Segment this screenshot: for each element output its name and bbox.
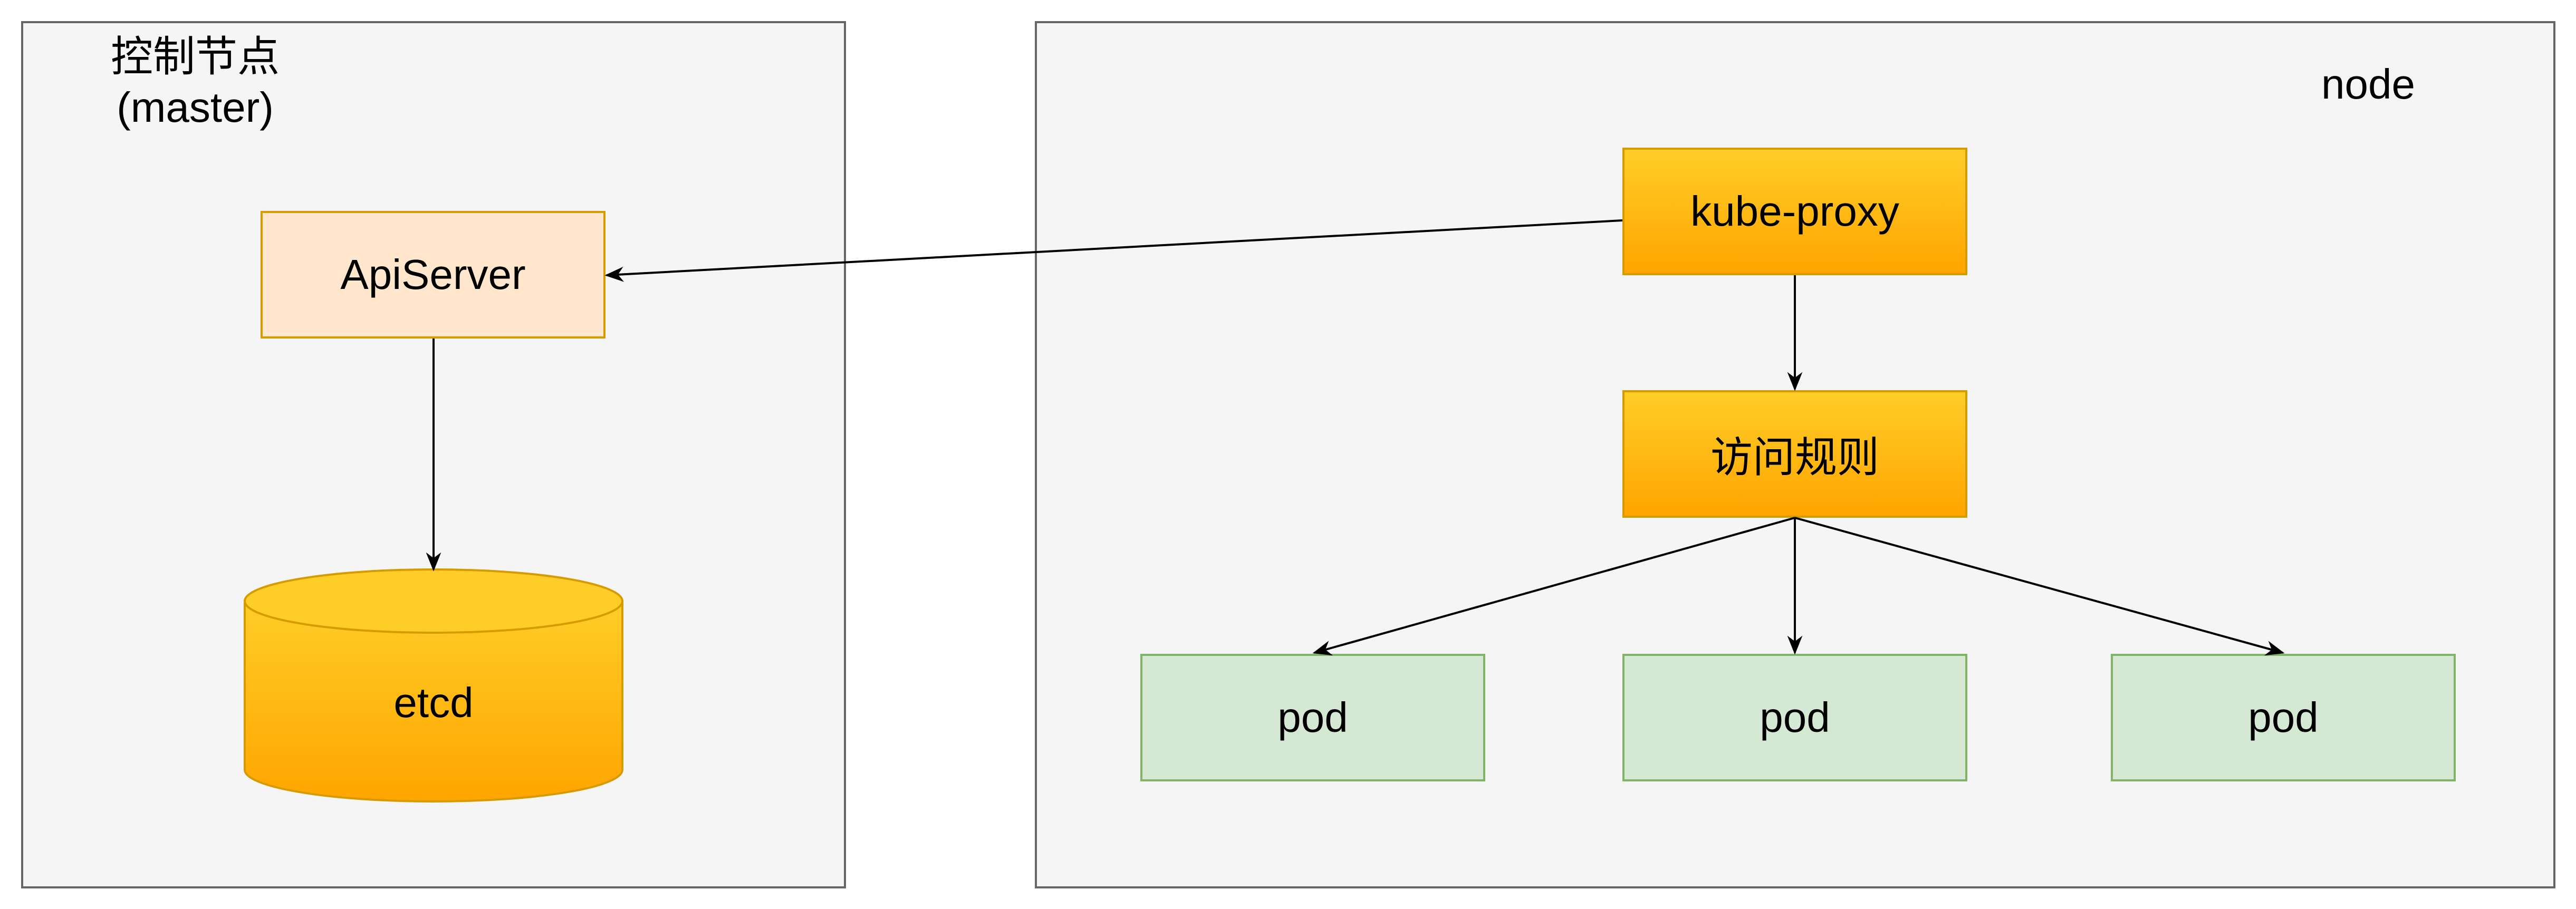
master-title: 控制节点 (master) bbox=[74, 32, 316, 133]
node-title: node bbox=[2321, 61, 2415, 108]
pod-label-2: pod bbox=[1760, 694, 1830, 741]
access-rules-label: 访问规则 bbox=[1710, 434, 1879, 481]
pod-label-1: pod bbox=[1277, 694, 1348, 741]
apiserver-box: ApiServer bbox=[261, 211, 605, 339]
access-rules-box: 访问规则 bbox=[1622, 390, 1967, 518]
pod-box-3: pod bbox=[2111, 654, 2456, 781]
pod-box-2: pod bbox=[1622, 654, 1967, 781]
pod-box-1: pod bbox=[1140, 654, 1485, 781]
master-container bbox=[21, 21, 846, 888]
master-title-line2: (master) bbox=[117, 84, 274, 131]
apiserver-label: ApiServer bbox=[340, 251, 526, 298]
pod-label-3: pod bbox=[2248, 694, 2319, 741]
master-title-line1: 控制节点 bbox=[111, 33, 280, 80]
kube-proxy-label: kube-proxy bbox=[1690, 188, 1899, 235]
kube-proxy-box: kube-proxy bbox=[1622, 148, 1967, 275]
